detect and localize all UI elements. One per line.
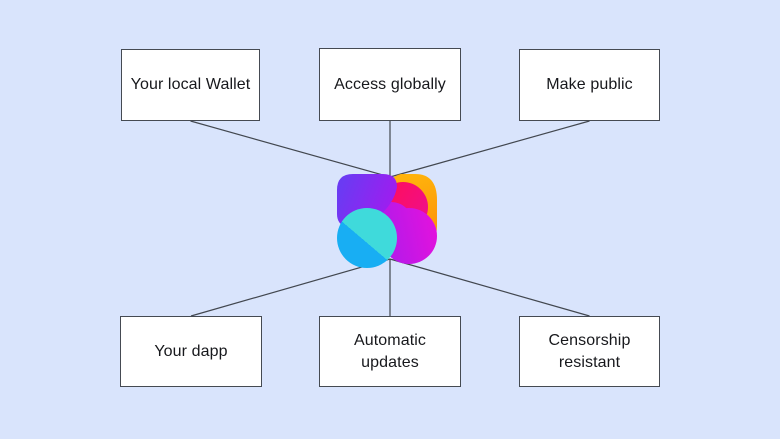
connector-bottom-left (190, 258, 391, 317)
node-your-local-wallet: Your local Wallet (121, 49, 260, 121)
node-label: Your dapp (154, 342, 228, 360)
node-make-public: Make public (519, 49, 660, 121)
node-label: Censorship resistant (548, 332, 631, 371)
connector-top-left (190, 120, 391, 178)
logo-cyan-circle (337, 208, 397, 268)
node-your-dapp: Your dapp (120, 316, 262, 387)
connector-bottom-right (389, 258, 590, 317)
node-censorship-resistant: Censorship resistant (519, 316, 660, 387)
node-label: Automatic updates (353, 332, 427, 371)
node-label: Make public (546, 76, 633, 94)
app-logo (337, 174, 437, 268)
connector-top-right (389, 120, 590, 178)
node-access-globally: Access globally (319, 48, 461, 121)
node-label: Your local Wallet (130, 76, 251, 94)
node-label: Access globally (334, 75, 446, 93)
node-automatic-updates: Automatic updates (319, 316, 461, 387)
